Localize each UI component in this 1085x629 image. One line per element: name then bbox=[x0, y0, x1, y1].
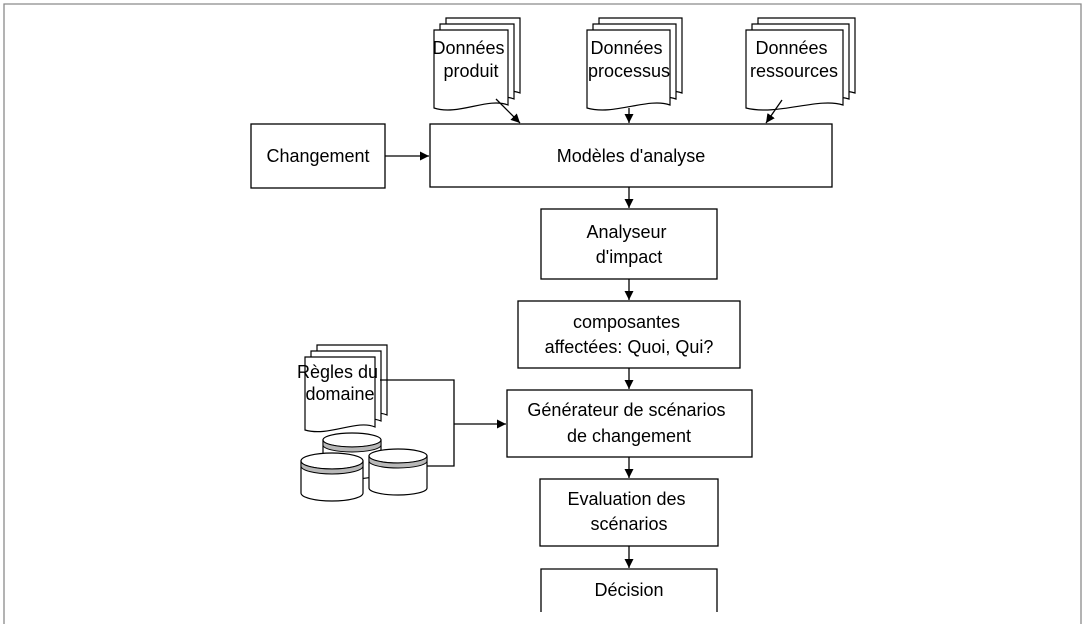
box-decision: Décision bbox=[540, 568, 718, 612]
document-stack-icon bbox=[304, 344, 388, 433]
box-generateur-scenarios: Générateur de scénarios de changement bbox=[506, 389, 753, 458]
arrow-produit-to-modeles bbox=[495, 98, 521, 124]
doc-donnees-processus-line2: processus bbox=[588, 61, 670, 81]
box-decision-label: Décision bbox=[594, 580, 663, 600]
box-generateur-scenarios-label: Générateur de scénarios de changement bbox=[527, 400, 730, 446]
doc-donnees-processus-label: Données processus bbox=[588, 38, 670, 81]
doc-regles-domaine: Règles du domaine bbox=[297, 344, 388, 433]
databases bbox=[300, 432, 428, 502]
connector-bracket bbox=[380, 379, 455, 467]
document-stack-icon bbox=[586, 17, 683, 111]
box-analyseur-impact-label: Analyseur d'impact bbox=[586, 222, 671, 267]
doc-donnees-ressources-line1: Données bbox=[755, 38, 827, 58]
database-icon bbox=[300, 452, 364, 502]
doc-donnees-produit-line1: Données bbox=[432, 38, 504, 58]
box-composantes-affectees-label: composantes affectées: Quoi, Qui? bbox=[545, 312, 714, 357]
document-stack-icon bbox=[433, 17, 521, 111]
box-modeles-analyse-label: Modèles d'analyse bbox=[557, 146, 706, 166]
box-evaluation-scenarios: Evaluation des scénarios bbox=[539, 478, 719, 547]
doc-donnees-ressources: Données ressources bbox=[745, 17, 856, 111]
box-changement-label: Changement bbox=[266, 146, 369, 166]
doc-donnees-ressources-line2: ressources bbox=[750, 61, 838, 81]
doc-donnees-processus: Données processus bbox=[586, 17, 683, 111]
doc-donnees-produit: Données produit bbox=[432, 17, 521, 111]
box-changement: Changement bbox=[250, 123, 386, 189]
box-analyseur-impact: Analyseur d'impact bbox=[540, 208, 718, 280]
doc-regles-domaine-label: Règles du domaine bbox=[297, 362, 383, 404]
database-icon bbox=[368, 448, 428, 496]
box-modeles-analyse: Modèles d'analyse bbox=[429, 123, 833, 188]
doc-donnees-produit-label: Données produit bbox=[432, 38, 509, 81]
document-stack-icon bbox=[745, 17, 856, 111]
figure-frame bbox=[3, 3, 1082, 624]
doc-donnees-ressources-label: Données ressources bbox=[750, 38, 838, 81]
box-composantes-affectees: composantes affectées: Quoi, Qui? bbox=[517, 300, 741, 369]
doc-donnees-produit-line2: produit bbox=[443, 61, 498, 81]
box-evaluation-scenarios-label: Evaluation des scénarios bbox=[567, 489, 690, 534]
doc-donnees-processus-line1: Données bbox=[590, 38, 662, 58]
arrow-ressources-to-modeles bbox=[765, 99, 783, 124]
